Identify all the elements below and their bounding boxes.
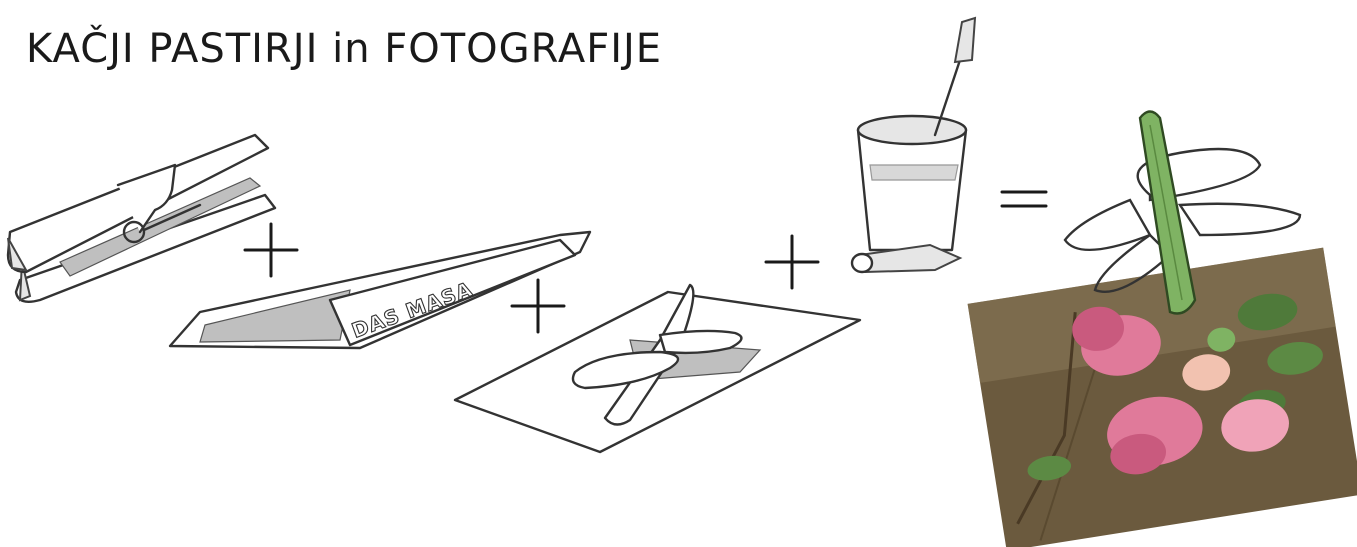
flower-photo (968, 248, 1357, 547)
equals-sign (1002, 192, 1046, 206)
paper-dragonfly-template-icon (455, 285, 860, 452)
plasticine-package-icon: DAS MASA (170, 232, 590, 348)
plus-sign-1 (245, 224, 297, 276)
clothespin-icon (8, 135, 275, 302)
plus-sign-3 (766, 236, 818, 288)
plus-sign-2 (512, 280, 564, 332)
glue-cup-with-brush-icon (858, 18, 975, 250)
